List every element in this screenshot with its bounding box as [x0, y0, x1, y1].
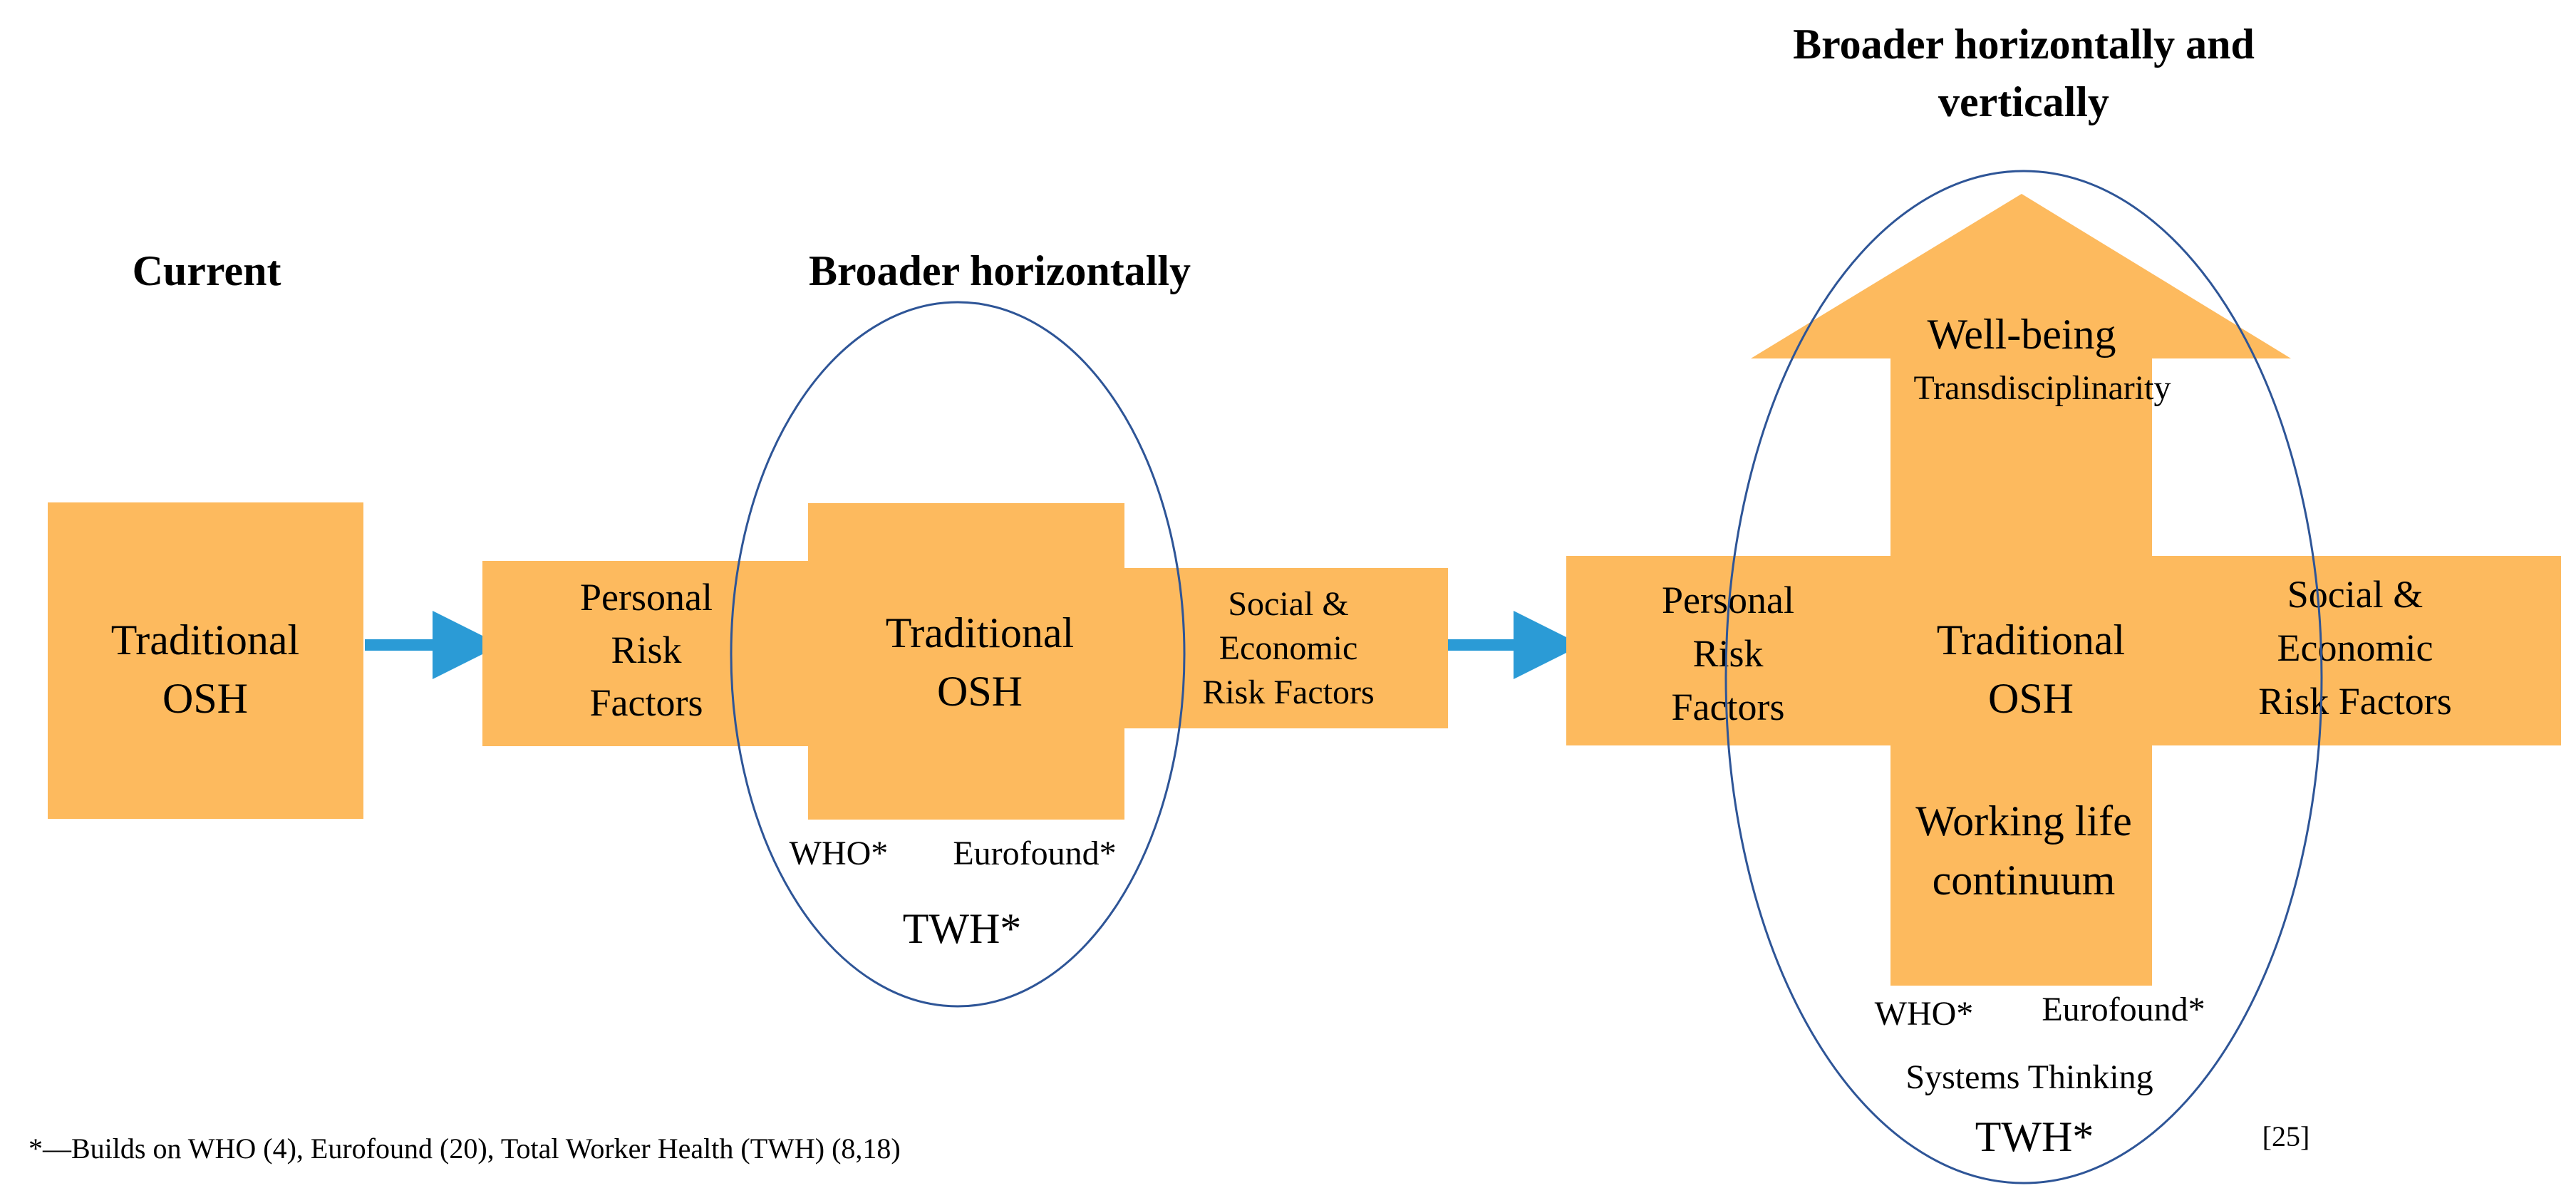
vertical-eurofound-label: Eurofound* [2042, 991, 2205, 1028]
footnote: *—Builds on WHO (4), Eurofound (20), Tot… [29, 1132, 901, 1165]
working-life-line2: continuum [1933, 857, 2116, 904]
current-osh-box [48, 502, 363, 819]
vertical-social-line2: Economic [2277, 626, 2433, 669]
vertical-social-line1: Social & [2287, 573, 2423, 616]
working-life-line1: Working life [1915, 797, 2131, 845]
horizontal-personal-line1: Personal [580, 576, 713, 619]
transdisciplinarity-label: Transdisciplinarity [1914, 369, 2171, 407]
wellbeing-label: Well-being [1927, 311, 2116, 358]
horizontal-social-line3: Risk Factors [1202, 673, 1374, 711]
horizontal-heading: Broader horizontally [809, 247, 1191, 294]
horizontal-who-label: WHO* [790, 835, 889, 872]
current-heading: Current [133, 247, 281, 294]
vertical-osh-line2: OSH [1988, 675, 2074, 722]
current-osh-label-line1: Traditional [111, 616, 299, 664]
horizontal-personal-box [482, 561, 808, 746]
vertical-social-line3: Risk Factors [2258, 680, 2452, 723]
reference-citation: [25] [2262, 1120, 2310, 1152]
vertical-twh-label: TWH* [1975, 1113, 2094, 1160]
systems-thinking-label: Systems Thinking [1905, 1058, 2153, 1096]
vertical-heading-line1: Broader horizontally and [1793, 21, 2255, 68]
horizontal-osh-box [808, 503, 1124, 820]
vertical-scope-ellipse [1724, 170, 2323, 1184]
current-osh-label-line2: OSH [162, 675, 248, 722]
horizontal-osh-line1: Traditional [886, 609, 1074, 656]
vertical-personal-line2: Risk [1692, 632, 1763, 675]
vertical-cross-vertical-bar [1890, 499, 2152, 986]
horizontal-social-line2: Economic [1219, 629, 1358, 667]
vertical-heading-line2: vertically [1938, 78, 2109, 125]
vertical-who-label: WHO* [1875, 995, 1974, 1033]
horizontal-social-line1: Social & [1228, 585, 1348, 623]
horizontal-social-box [1124, 568, 1448, 728]
horizontal-personal-line2: Risk [611, 629, 681, 671]
horizontal-eurofound-label: Eurofound* [953, 835, 1116, 872]
horizontal-personal-line3: Factors [590, 681, 703, 724]
horizontal-scope-ellipse [730, 301, 1186, 1008]
horizontal-osh-line2: OSH [937, 668, 1023, 715]
horizontal-twh-label: TWH* [903, 905, 1022, 952]
wellbeing-up-arrow [1751, 194, 2291, 502]
vertical-osh-line1: Traditional [1937, 616, 2125, 664]
